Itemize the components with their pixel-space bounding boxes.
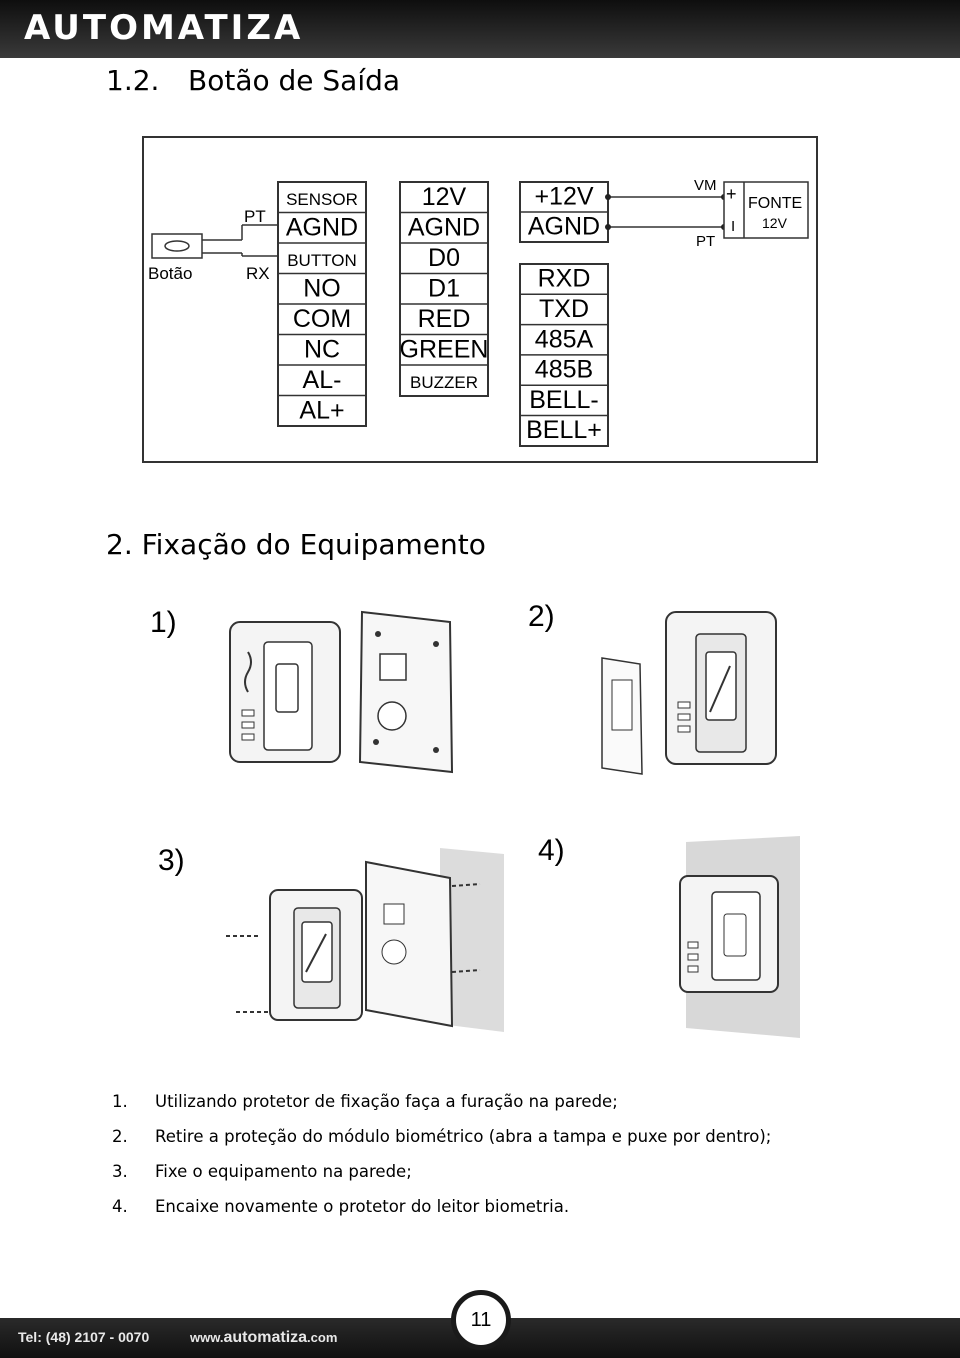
step-label-1: 1) — [150, 606, 177, 639]
pt-label-left: PT — [244, 207, 266, 226]
terminal-label: RED — [418, 305, 471, 333]
page-header: AUTOMATIZA — [0, 0, 960, 58]
footer-phone: Tel: (48) 2107 - 0070 — [18, 1329, 150, 1345]
fonte-label: FONTE — [748, 195, 802, 212]
device-front-1 — [229, 621, 341, 763]
instruction-item: 1.Utilizando protetor de fixação faça a … — [112, 1092, 618, 1111]
wall-3 — [440, 848, 504, 1032]
terminal-label: BELL- — [529, 386, 598, 414]
power-supply-box — [723, 181, 809, 239]
terminal-label: 12V — [422, 183, 467, 211]
device-front-2 — [665, 611, 777, 765]
pt-label-right: PT — [696, 233, 715, 250]
plus-label: + — [726, 184, 737, 204]
terminal-label: AL+ — [299, 396, 344, 424]
terminal-label: D1 — [428, 274, 460, 302]
module-removed-2 — [601, 657, 643, 775]
terminal-label: AGND — [528, 213, 600, 241]
terminal-label: D0 — [428, 244, 460, 272]
step-label-2: 2) — [528, 600, 555, 633]
section-title: Botão de Saída — [188, 64, 401, 97]
vm-label: VM — [694, 177, 717, 194]
terminal-label: TXD — [539, 295, 589, 323]
rx-label-left: RX — [246, 264, 270, 283]
instruction-item: 2.Retire a proteção do módulo biométrico… — [112, 1127, 772, 1146]
instruction-item: 4.Encaixe novamente o protetor do leitor… — [112, 1197, 570, 1216]
section-heading-2: 2. Fixação do Equipamento — [106, 528, 486, 561]
terminal-label: RXD — [538, 265, 591, 293]
instructions-list: 1.Utilizando protetor de fixação faça a … — [112, 1092, 771, 1232]
terminal-label: BELL+ — [526, 416, 602, 444]
terminal-label: GREEN — [400, 335, 489, 363]
terminal-label: SENSOR — [286, 190, 358, 209]
mounting-plate-1 — [358, 610, 454, 774]
device-mounted-4 — [679, 875, 779, 993]
minus-label: I — [731, 218, 735, 235]
terminal-label: AL- — [303, 366, 342, 394]
step-label-4: 4) — [538, 834, 565, 867]
section-heading-1-2: 1.2. Botão de Saída — [106, 64, 400, 97]
installation-steps-figure: 1) 2) 3) — [150, 600, 800, 1038]
footer-website: www.automatiza.com — [190, 1329, 338, 1346]
volt-label: 12V — [762, 215, 788, 231]
terminal-label: 485A — [535, 325, 594, 353]
step-label-3: 3) — [158, 844, 185, 877]
terminal-label: AGND — [286, 213, 358, 241]
terminal-label: AGND — [408, 213, 480, 241]
terminal-label: +12V — [534, 183, 593, 211]
terminal-label: 485B — [535, 356, 593, 384]
terminal-label: BUZZER — [410, 373, 478, 392]
terminal-label: BUTTON — [287, 251, 357, 270]
exit-button-shape — [151, 233, 203, 259]
screws-3 — [226, 883, 481, 1013]
terminal-label: NO — [303, 274, 341, 302]
automatiza-logo: AUTOMATIZA — [24, 8, 304, 48]
terminal-label: COM — [293, 305, 351, 333]
section-number: 1.2. — [106, 64, 160, 97]
page-number: 11 — [451, 1290, 511, 1350]
terminal-label: NC — [304, 335, 340, 363]
button-label: Botão — [148, 264, 192, 283]
mounting-plate-3 — [365, 860, 454, 1028]
device-front-3 — [269, 889, 363, 1021]
instruction-item: 3.Fixe o equipamento na parede; — [112, 1162, 412, 1181]
